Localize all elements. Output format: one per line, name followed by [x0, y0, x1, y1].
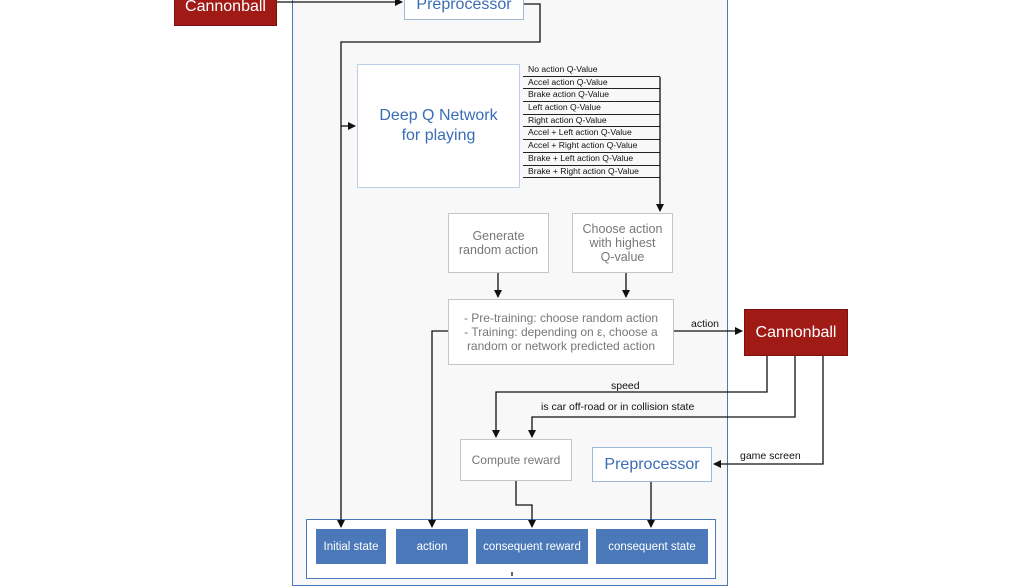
dqn-node: Deep Q Network for playing — [357, 64, 520, 188]
q-value-row: Brake + Left action Q-Value — [523, 153, 660, 166]
edge-label-offroad: is car off-road or in collision state — [541, 401, 695, 413]
q-value-row: Brake + Right action Q-Value — [523, 166, 660, 179]
edge-game-screen — [713, 356, 824, 468]
edge-offroad — [528, 356, 796, 438]
policy-node: - Pre-training: choose random action - T… — [448, 299, 674, 365]
choose-action-node: Choose action with highest Q-value — [572, 213, 673, 273]
preprocessor-top-node: Preprocessor — [404, 0, 524, 20]
edge-reward-to-memory — [515, 481, 536, 528]
preprocessor-node: Preprocessor — [592, 447, 712, 482]
cannonball-node: Cannonball — [744, 309, 848, 356]
edge-label-game-screen: game screen — [740, 450, 801, 462]
q-value-row: Accel + Left action Q-Value — [523, 127, 660, 141]
q-value-row: No action Q-Value — [523, 64, 660, 77]
memory-cell-consequent-state: consequent state — [596, 529, 708, 564]
q-value-row: Accel + Right action Q-Value — [523, 140, 660, 153]
cannonball-top-node: Cannonball — [174, 0, 277, 26]
memory-cell-action: action — [396, 529, 468, 564]
edge-speed — [492, 356, 768, 438]
q-value-row: Brake action Q-Value — [523, 89, 660, 103]
edge-preprocessor-to-initial-state — [337, 3, 541, 528]
memory-cell-consequent-reward: consequent reward — [476, 529, 588, 564]
edge-label-speed: speed — [611, 380, 640, 392]
q-value-row: Right action Q-Value — [523, 115, 660, 128]
memory-cell-initial-state: Initial state — [316, 529, 386, 564]
q-value-row: Left action Q-Value — [523, 102, 660, 115]
edge-policy-to-action-cell — [428, 330, 448, 528]
edge-label-action: action — [691, 318, 720, 330]
q-value-row: Accel action Q-Value — [523, 77, 660, 90]
random-action-node: Generate random action — [448, 213, 549, 273]
compute-reward-node: Compute reward — [460, 439, 572, 481]
